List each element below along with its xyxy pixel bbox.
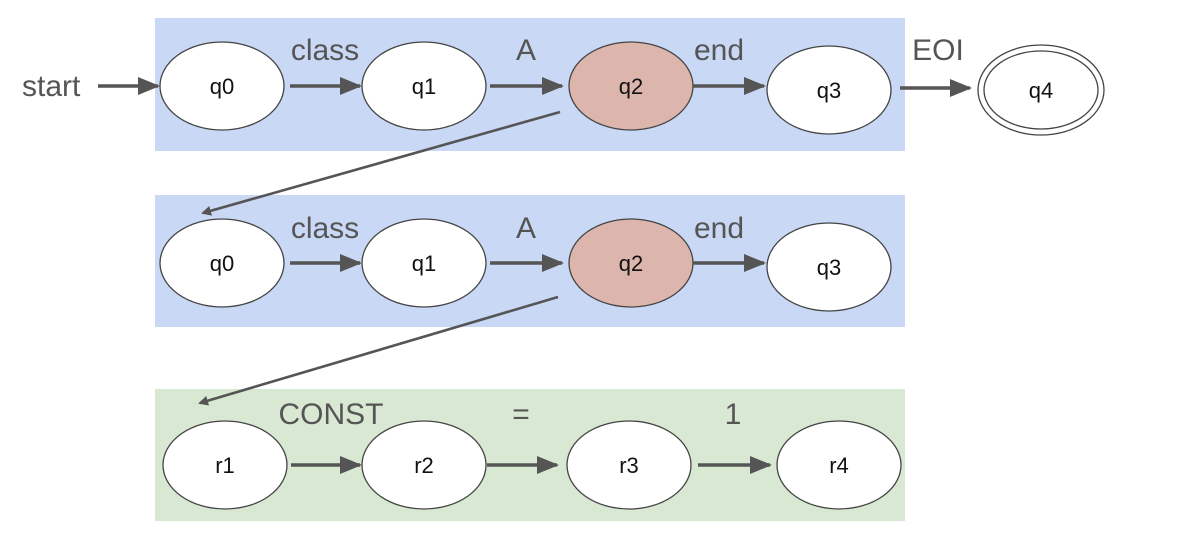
row3-state-r1-label: r1 bbox=[215, 453, 235, 478]
row2-state-q2-label: q2 bbox=[619, 251, 643, 276]
row1-state-q3-label: q3 bbox=[817, 78, 841, 103]
row1-accept-state-inner bbox=[983, 50, 1099, 130]
row3-edge-one-label: 1 bbox=[725, 398, 742, 431]
row3-state-r4 bbox=[776, 420, 902, 510]
row1-state-q0-label: q0 bbox=[210, 74, 234, 99]
row2-state-q0 bbox=[159, 218, 285, 308]
row1-edge-end-label: end bbox=[694, 34, 744, 67]
row1-state-q1-label: q1 bbox=[412, 74, 436, 99]
row1-state-q2-label: q2 bbox=[619, 74, 643, 99]
row2-state-q3 bbox=[766, 222, 892, 312]
link-row2-to-row3 bbox=[198, 295, 559, 406]
row3-state-r2-label: r2 bbox=[414, 453, 434, 478]
row2-state-q1-label: q1 bbox=[412, 251, 436, 276]
link-row1-to-row2 bbox=[201, 110, 561, 216]
row3-state-r2 bbox=[361, 420, 487, 510]
row2-state-q0-label: q0 bbox=[210, 251, 234, 276]
row3-edge-CONST-label: CONST bbox=[279, 398, 384, 431]
row3-state-r1 bbox=[162, 420, 288, 510]
row1-edge-class-label: class bbox=[291, 34, 359, 67]
row2-edge-end-label: end bbox=[694, 212, 744, 245]
row3-state-r3 bbox=[566, 420, 692, 510]
row1-state-q1 bbox=[361, 41, 487, 131]
row2-state-q3-label: q3 bbox=[817, 255, 841, 280]
row2-edge-A-label: A bbox=[516, 212, 536, 245]
row2-edge-class-label: class bbox=[291, 212, 359, 245]
row2-state-q1 bbox=[361, 218, 487, 308]
row3-edge-equals-label: = bbox=[512, 398, 530, 431]
row1-edge-A-label: A bbox=[516, 34, 536, 67]
row1-state-q0 bbox=[159, 41, 285, 131]
row1-accept-state-label: q4 bbox=[1029, 78, 1053, 103]
row3-state-r3-label: r3 bbox=[619, 453, 639, 478]
row1-edge-EOI-label: EOI bbox=[912, 34, 964, 67]
row1-state-q3 bbox=[766, 45, 892, 135]
row3-state-r4-label: r4 bbox=[829, 453, 849, 478]
start-label: start bbox=[22, 70, 81, 103]
